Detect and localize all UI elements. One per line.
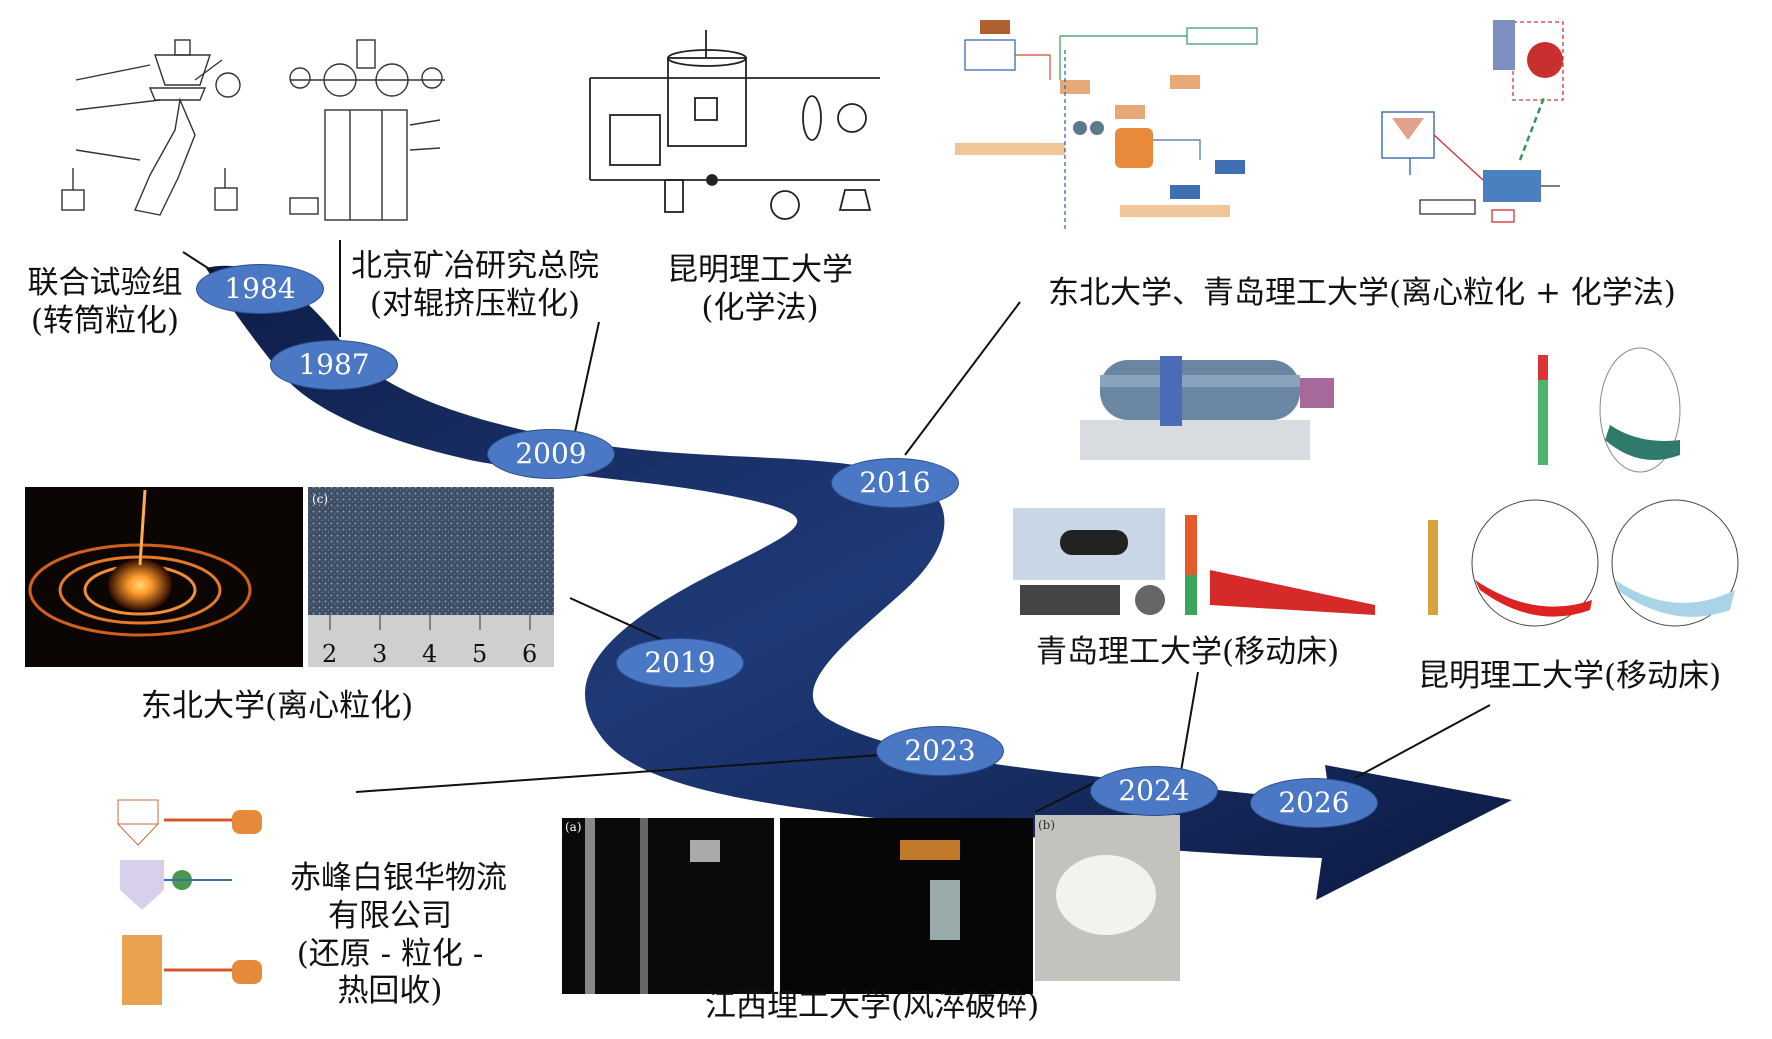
label-chifeng-line3: (还原 - 粒化 - (296, 935, 484, 972)
label-beijing-line2: (对辊挤压粒化) (369, 285, 581, 322)
granule-ruler-photo (308, 487, 554, 667)
year-badge-2009: 2009 (487, 429, 615, 479)
ruler-tick-4: 4 (422, 640, 438, 668)
year-badge-2026: 2026 (1250, 778, 1378, 828)
label-chifeng-line1: 赤峰白银华物流 (290, 860, 507, 896)
temperature-simulation (1010, 505, 1385, 625)
drum-velocity-contour (1530, 342, 1730, 477)
centrifugal-spray-photo (25, 487, 303, 667)
air-quench-photos (562, 815, 1180, 994)
panel-a-tag: (a) (565, 820, 582, 834)
label-qut-moving-bed: 青岛理工大学(移动床) (1036, 634, 1340, 670)
label-kunming-chemical-line2: (化学法) (701, 289, 819, 326)
moving-bed-3d-render (1070, 347, 1346, 489)
ruler-tick-3: 3 (372, 640, 388, 668)
gasification-flowsheet (1345, 10, 1569, 232)
label-jiangxi: 江西理工大学(风淬破碎) (705, 988, 1040, 1024)
label-lianhe-line1: 联合试验组 (27, 265, 183, 301)
label-lianhe-line2: (转筒粒化) (30, 302, 180, 339)
label-neu-qut: 东北大学、青岛理工大学(离心粒化 + 化学法) (1048, 275, 1676, 311)
panel-b-tag: (b) (1038, 818, 1056, 832)
drum-granulation-sketch (55, 27, 249, 224)
label-lianhe: 联合试验组 (转筒粒化) (16, 265, 194, 341)
label-kunming-chemical-line1: 昆明理工大学 (667, 252, 853, 288)
label-beijing-line1: 北京矿冶研究总院 (351, 248, 599, 284)
panel-c-tag: (c) (312, 492, 329, 506)
moving-bed-cross-section (1418, 496, 1742, 631)
ruler-tick-5: 5 (472, 640, 488, 668)
year-badge-1987: 1987 (270, 340, 398, 390)
label-neu-centrifugal: 东北大学(离心粒化) (141, 688, 414, 724)
year-badge-2019: 2019 (616, 638, 744, 688)
year-badge-1984: 1984 (196, 264, 324, 314)
year-badge-2023: 2023 (876, 726, 1004, 776)
heat-recovery-flowsheet (943, 14, 1287, 232)
label-chifeng: 赤峰白银华物流 有限公司 (还原 - 粒化 - 热回收) (290, 860, 507, 1011)
reduction-granulation-flowsheet (101, 785, 273, 1015)
ruler-tick-2: 2 (322, 640, 338, 668)
roller-extrusion-sketch (278, 24, 454, 226)
ruler-tick-6: 6 (522, 640, 538, 668)
label-kunming-chemical: 昆明理工大学 (化学法) (660, 252, 860, 328)
label-beijing: 北京矿冶研究总院 (对辊挤压粒化) (340, 248, 610, 324)
year-badge-2016: 2016 (831, 458, 959, 508)
label-chifeng-line4: 热回收) (337, 973, 443, 1010)
chemical-apparatus-sketch (578, 20, 896, 230)
label-chifeng-line2: 有限公司 (328, 897, 452, 934)
year-badge-2024: 2024 (1090, 766, 1218, 816)
timeline-arrow (206, 265, 1512, 900)
label-kunming-moving-bed: 昆明理工大学(移动床) (1418, 658, 1722, 694)
